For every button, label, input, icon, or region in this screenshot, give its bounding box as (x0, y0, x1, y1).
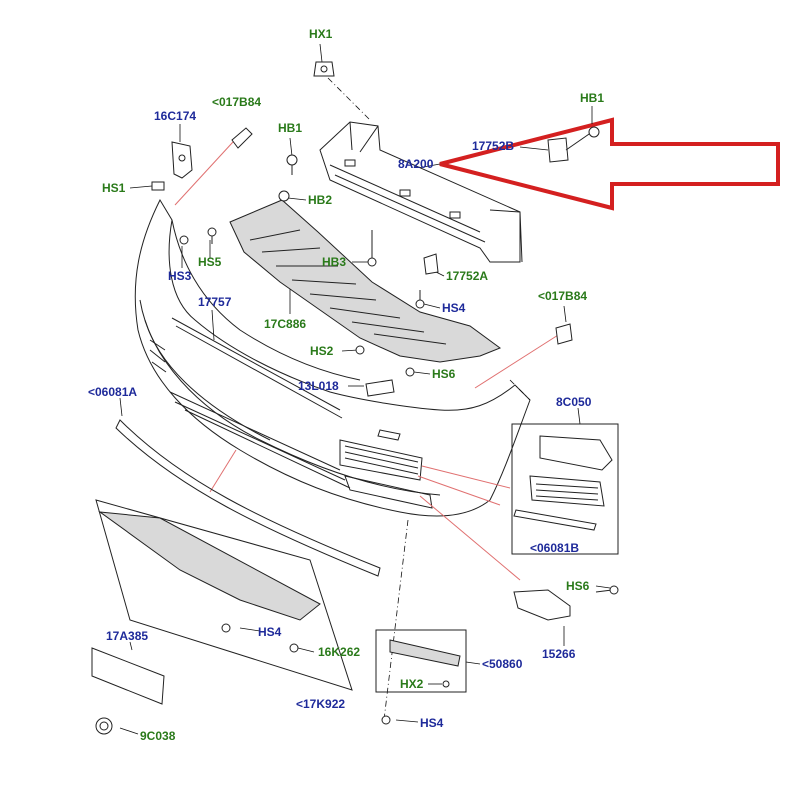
clip-hx1 (313, 61, 335, 77)
trim-06081a (115, 419, 381, 577)
cap-017b84-right (555, 323, 573, 345)
label-17a385: 17A385 (106, 629, 148, 643)
screw-hs3 (179, 235, 189, 245)
bracket-17752b (547, 126, 600, 163)
label-hb1-right: HB1 (580, 91, 604, 105)
label-hs5: HS5 (198, 255, 222, 269)
label-06081a: <06081A (88, 385, 137, 399)
box-8c050 (511, 423, 619, 555)
label-17752a: 17752A (446, 269, 488, 283)
label-hb2: HB2 (308, 193, 332, 207)
part-13l018 (365, 379, 395, 397)
label-hs6-right: HS6 (566, 579, 590, 593)
label-13l018: 13L018 (298, 379, 339, 393)
label-hx2: HX2 (400, 677, 424, 691)
bracket-15266 (513, 585, 619, 621)
label-17c886: 17C886 (264, 317, 306, 331)
bolt-hb2 (278, 190, 290, 202)
leader-lines (119, 43, 611, 735)
undertray-17c886 (229, 199, 502, 363)
label-hs4-bottom: HS4 (420, 716, 444, 730)
bracket-17752a (423, 253, 439, 275)
label-hs3: HS3 (168, 269, 192, 283)
screw-hs4-mid (415, 290, 425, 309)
label-16c174: 16C174 (154, 109, 196, 123)
label-hs1: HS1 (102, 181, 126, 195)
screw-hs1 (151, 181, 165, 191)
label-8c050: 8C050 (556, 395, 592, 409)
part-9c038 (95, 717, 113, 735)
labels: HX1 HB1 16C174 <017B84 HB1 17752B 8A200 … (88, 27, 604, 743)
bumper-beam (319, 121, 523, 263)
label-06081b: <06081B (530, 541, 579, 555)
label-hx1: HX1 (309, 27, 333, 41)
bumper-cover (134, 198, 531, 517)
label-17752b: 17752B (472, 139, 514, 153)
label-017b84-top: <017B84 (212, 95, 261, 109)
screw-hs6-mid (405, 367, 415, 377)
bolt-hb3 (367, 230, 377, 267)
label-8a200: 8A200 (398, 157, 434, 171)
label-017b84-right: <017B84 (538, 289, 587, 303)
plate-17a385 (91, 647, 165, 705)
label-9c038: 9C038 (140, 729, 176, 743)
label-15266: 15266 (542, 647, 576, 661)
label-hs4-low: HS4 (258, 625, 282, 639)
label-17757: 17757 (198, 295, 232, 309)
label-hs2: HS2 (310, 344, 334, 358)
screw-hs5 (207, 227, 217, 244)
cap-017b84-top (231, 127, 253, 149)
highlight-arrow (439, 117, 780, 211)
label-17k922: <17K922 (296, 697, 345, 711)
box-17k922 (95, 499, 353, 691)
box-50860 (375, 629, 467, 693)
screw-hs4-bottom (381, 715, 391, 725)
bracket-16c174 (171, 141, 193, 179)
strip-17757 (171, 317, 343, 419)
screw-hs2 (355, 345, 365, 355)
label-hs4-mid: HS4 (442, 301, 466, 315)
label-hs6-mid: HS6 (432, 367, 456, 381)
reference-lines (174, 129, 567, 581)
label-16k262: 16K262 (318, 645, 360, 659)
label-50860: <50860 (482, 657, 523, 671)
bolt-hb1-left (286, 154, 298, 175)
label-hb3: HB3 (322, 255, 346, 269)
label-hb1-left: HB1 (278, 121, 302, 135)
